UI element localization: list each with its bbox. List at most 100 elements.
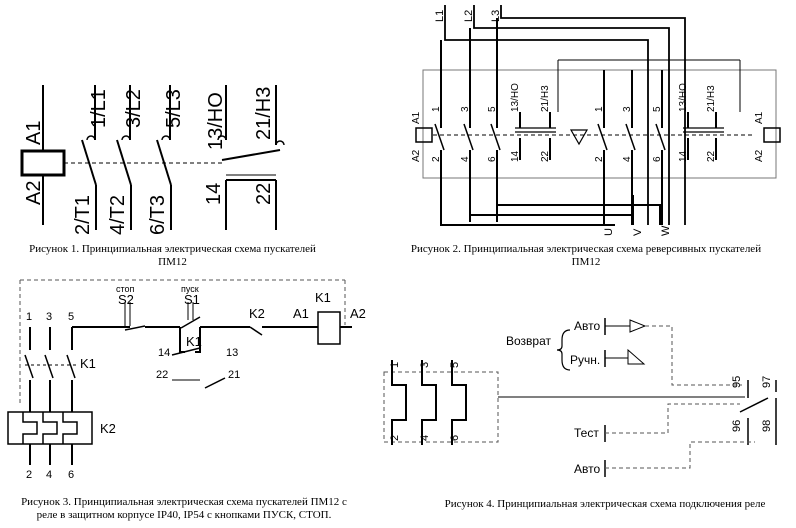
fig3-stop-small: стоп bbox=[116, 284, 135, 294]
fig1-label-14: 14 bbox=[203, 183, 225, 205]
fig1-contact-3 bbox=[116, 85, 132, 230]
fig4-c98: 98 bbox=[761, 420, 773, 432]
fig2-right-top-13ho: 13/HO bbox=[678, 83, 689, 112]
fig3-caption-line1: Рисунок 3. Принципиальная электрическая … bbox=[21, 496, 347, 508]
fig4-top-3: 3 bbox=[419, 362, 431, 368]
fig4-test-label: Тест bbox=[574, 426, 599, 440]
fig2-left-bot-2: 2 bbox=[431, 156, 442, 162]
fig3-c22: 22 bbox=[156, 369, 168, 381]
fig3-k2-relay: K2 bbox=[100, 421, 116, 436]
fig4-labels: 1 3 5 2 4 6 Возврат Авто Ручн. Тест Авто… bbox=[389, 319, 773, 476]
fig2-label-l3: L3 bbox=[490, 10, 502, 22]
fig2-right-top-21h3: 21/H3 bbox=[706, 85, 717, 112]
fig3-start-label: S1 bbox=[184, 292, 200, 307]
fig2-right-top-1: 1 bbox=[594, 106, 605, 112]
fig4-bot-4: 4 bbox=[419, 435, 431, 441]
fig2-coil-left-a2: A2 bbox=[411, 149, 422, 162]
fig1-label-4t2: 4/T2 bbox=[107, 195, 129, 235]
fig2-labels: L1 L2 L3 U V W A1 A2 A1 A2 1 3 5 13/HO 2… bbox=[411, 10, 765, 236]
fig1-diagram bbox=[20, 85, 285, 230]
fig4-auto-reset-label: Авто bbox=[574, 319, 600, 333]
fig2-label-u: U bbox=[603, 228, 615, 236]
fig2-diagram bbox=[415, 5, 781, 226]
fig3-labels: 1 3 5 2 4 6 стоп S2 пуск S1 K1 K1 K1 K2 … bbox=[26, 284, 366, 481]
fig4-caption: Рисунок 4. Принципиальная электрическая … bbox=[420, 498, 790, 511]
fig2-right-top-3: 3 bbox=[622, 106, 633, 112]
fig2-right-bot-22: 22 bbox=[706, 150, 717, 162]
fig3-c21: 21 bbox=[228, 369, 240, 381]
fig4-auto-label: Авто bbox=[574, 462, 600, 476]
fig2-left-top-5: 5 bbox=[487, 106, 498, 112]
fig4-reset-label: Возврат bbox=[506, 334, 552, 348]
fig4-c97: 97 bbox=[761, 376, 773, 388]
fig2-left-bot-4: 4 bbox=[460, 156, 471, 162]
fig4-manual-label: Ручн. bbox=[570, 353, 600, 367]
fig2-right-bot-2: 2 bbox=[594, 156, 605, 162]
fig3-bot-4: 4 bbox=[46, 469, 52, 481]
fig2-coil-right-a2: A2 bbox=[754, 149, 765, 162]
fig3-a1: A1 bbox=[293, 306, 309, 321]
fig1-label-21h3: 21/H3 bbox=[253, 87, 275, 140]
fig2-label-l1: L1 bbox=[434, 10, 446, 22]
fig3-bot-2: 2 bbox=[26, 469, 32, 481]
fig3-start-small: пуск bbox=[181, 284, 199, 294]
fig1-contact-1 bbox=[81, 85, 97, 230]
fig2-caption-line2: ПМ12 bbox=[571, 256, 601, 268]
fig1-contact-5 bbox=[156, 85, 172, 230]
fig3-top-1: 1 bbox=[26, 311, 32, 323]
fig1-label-1l1: 1/L1 bbox=[88, 89, 110, 128]
fig2-caption: Рисунок 2. Принципиальная электрическая … bbox=[386, 243, 786, 269]
fig2-label-v: V bbox=[632, 228, 644, 236]
fig2-right-bot-14: 14 bbox=[678, 150, 689, 162]
fig1-label-6t3: 6/T3 bbox=[147, 195, 169, 235]
fig2-right-bot-4: 4 bbox=[622, 156, 633, 162]
fig2-left-bot-6: 6 bbox=[487, 156, 498, 162]
fig2-coil-left-a1: A1 bbox=[411, 111, 422, 124]
fig2-right-bot-6: 6 bbox=[652, 156, 663, 162]
fig3-diagram bbox=[7, 279, 352, 465]
fig1-aux-contacts bbox=[217, 85, 285, 230]
fig3-c13: 13 bbox=[226, 347, 238, 359]
fig4-top-1: 1 bbox=[389, 362, 401, 368]
fig4-top-5: 5 bbox=[449, 362, 461, 368]
fig1-label-5l3: 5/L3 bbox=[163, 89, 185, 128]
fig1-label-13ho: 13/HO bbox=[205, 92, 227, 150]
fig4-diagram bbox=[383, 318, 777, 477]
fig4-bot-6: 6 bbox=[449, 435, 461, 441]
fig2-left-bot-14: 14 bbox=[510, 150, 521, 162]
fig3-k1-main: K1 bbox=[80, 356, 96, 371]
fig3-top-3: 3 bbox=[46, 311, 52, 323]
fig2-left-top-1: 1 bbox=[431, 106, 442, 112]
fig3-bot-6: 6 bbox=[68, 469, 74, 481]
fig1-label-3l2: 3/L2 bbox=[123, 89, 145, 128]
fig4-c95: 95 bbox=[731, 376, 743, 388]
fig1-caption-line2: ПМ12 bbox=[158, 256, 187, 268]
fig3-k1-coil: K1 bbox=[315, 290, 331, 305]
fig4-bot-2: 2 bbox=[389, 435, 401, 441]
fig2-left-top-13ho: 13/HO bbox=[510, 83, 521, 112]
fig1-labels: A1 1/L1 3/L2 5/L3 13/HO 21/H3 A2 2/T1 4/… bbox=[23, 87, 275, 235]
fig3-caption: Рисунок 3. Принципиальная электрическая … bbox=[0, 496, 368, 522]
fig2-right-top-5: 5 bbox=[652, 106, 663, 112]
fig1-caption: Рисунок 1. Принципиальная электрическая … bbox=[0, 243, 345, 269]
fig2-left-bot-22: 22 bbox=[540, 150, 551, 162]
fig1-label-2t1: 2/T1 bbox=[72, 195, 94, 235]
fig2-left-top-21h3: 21/H3 bbox=[540, 85, 551, 112]
fig1-caption-line1: Рисунок 1. Принципиальная электрическая … bbox=[29, 243, 316, 255]
fig3-caption-line2: реле в защитном корпусе IP40, IP54 с кно… bbox=[36, 509, 332, 521]
fig3-c14: 14 bbox=[158, 347, 170, 359]
fig1-label-22: 22 bbox=[253, 183, 275, 205]
fig3-k2-contact: K2 bbox=[249, 306, 265, 321]
fig3-k1-aux: K1 bbox=[186, 334, 202, 349]
fig2-left-top-3: 3 bbox=[460, 106, 471, 112]
fig1-coil bbox=[20, 149, 66, 177]
fig3-stop-label: S2 bbox=[118, 292, 134, 307]
fig4-c96: 96 bbox=[731, 420, 743, 432]
fig2-caption-line1: Рисунок 2. Принципиальная электрическая … bbox=[410, 243, 762, 255]
fig3-a2: A2 bbox=[350, 306, 366, 321]
fig2-coil-right-a1: A1 bbox=[754, 111, 765, 124]
fig2-label-w: W bbox=[660, 225, 672, 236]
fig2-label-l2: L2 bbox=[463, 10, 475, 22]
fig1-label-a1: A1 bbox=[23, 121, 45, 145]
